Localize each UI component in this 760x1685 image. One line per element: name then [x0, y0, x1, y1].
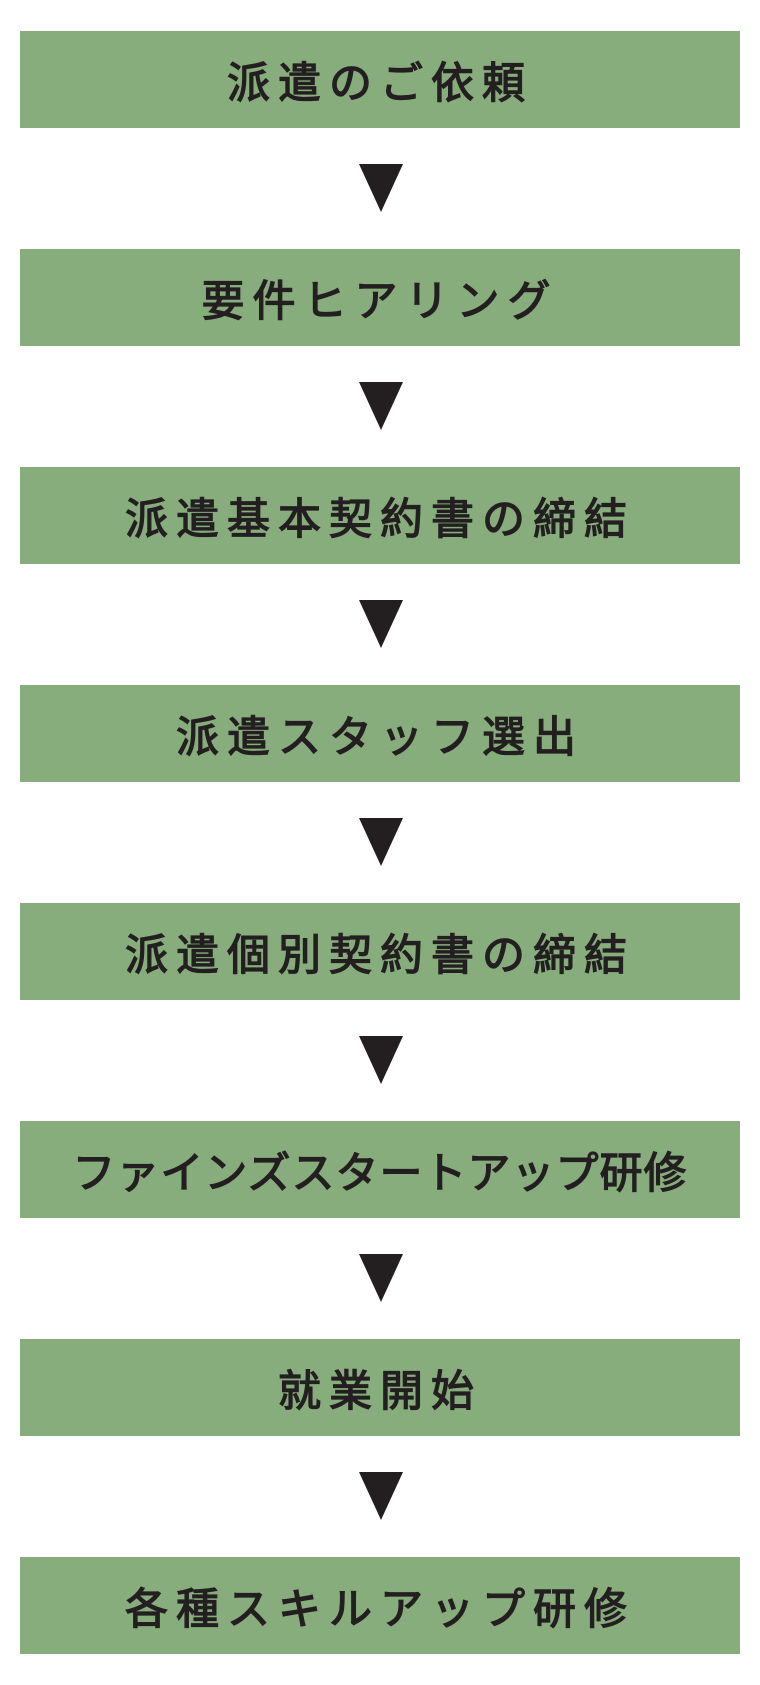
step-5-box: 派遣個別契約書の締結 [20, 903, 740, 1000]
step-7-box: 就業開始 [20, 1339, 740, 1436]
down-arrow-icon [359, 818, 403, 866]
step-3-box: 派遣基本契約書の締結 [20, 467, 740, 564]
down-arrow-icon [359, 1254, 403, 1302]
down-arrow-icon [359, 1036, 403, 1084]
down-arrow-icon [359, 1472, 403, 1520]
step-6-box: ファインズスタートアップ研修 [20, 1121, 740, 1218]
step-2-box: 要件ヒアリング [20, 249, 740, 346]
step-1-box: 派遣のご依頼 [20, 31, 740, 128]
step-4-box: 派遣スタッフ選出 [20, 685, 740, 782]
down-arrow-icon [359, 382, 403, 430]
step-8-box: 各種スキルアップ研修 [20, 1557, 740, 1654]
down-arrow-icon [359, 164, 403, 212]
down-arrow-icon [359, 600, 403, 648]
